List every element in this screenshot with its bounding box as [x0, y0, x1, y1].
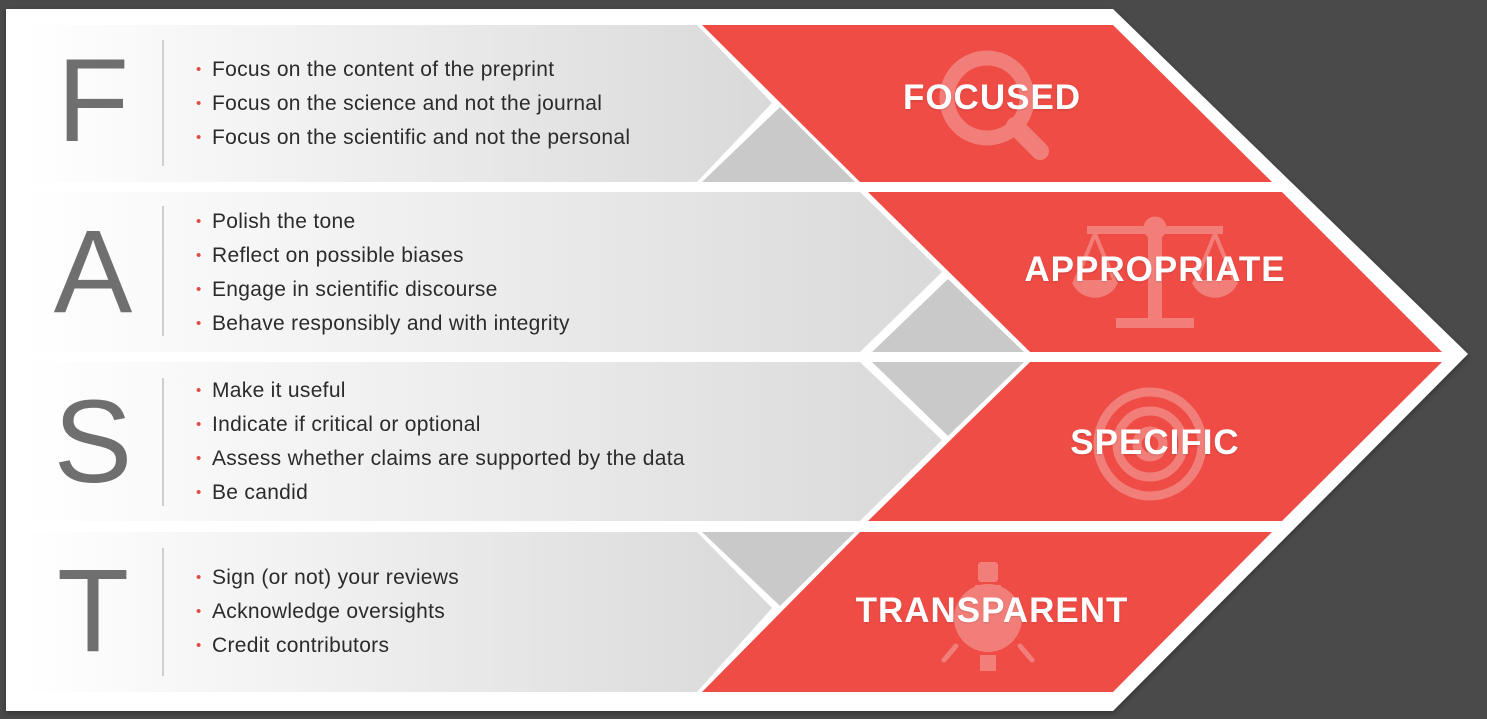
row-divider: [162, 378, 164, 506]
list-item: •Make it useful: [196, 374, 685, 408]
magnifying-glass-icon: [939, 50, 1049, 160]
bullet-dot-icon: •: [196, 569, 202, 586]
list-item: •Assess whether claims are supported by …: [196, 442, 685, 476]
notch-triangle: [872, 362, 1024, 436]
bullet-dot-icon: •: [196, 382, 202, 399]
chevron-focused: [702, 25, 1272, 182]
label-transparent: TRANSPARENT: [855, 591, 1129, 630]
list-item: •Engage in scientific discourse: [196, 273, 570, 307]
row-divider: [162, 40, 164, 166]
chevron-transparent: [702, 532, 1272, 692]
list-item: •Behave responsibly and with integrity: [196, 307, 570, 341]
row-letter-a: A: [53, 206, 133, 338]
notch-triangle: [702, 532, 855, 606]
bullet-dot-icon: •: [196, 416, 202, 433]
list-item: •Indicate if critical or optional: [196, 408, 685, 442]
target-icon: [1093, 387, 1207, 501]
row-divider: [162, 548, 164, 676]
chevron-specific: [868, 362, 1442, 521]
bullet-dot-icon: •: [196, 603, 202, 620]
bullet-dot-icon: •: [196, 450, 202, 467]
bullet-dot-icon: •: [196, 315, 202, 332]
list-item: •Polish the tone: [196, 205, 570, 239]
notch-triangle: [702, 107, 855, 182]
list-item: •Be candid: [196, 476, 685, 510]
bullet-list-transparent: •Sign (or not) your reviews •Acknowledge…: [196, 561, 459, 663]
row-panel-f: [22, 25, 772, 182]
row-panel-t: [22, 532, 772, 692]
row-panel-a: [22, 192, 942, 352]
list-item: •Acknowledge oversights: [196, 595, 459, 629]
row-letter-t: T: [56, 545, 130, 677]
list-item: •Credit contributors: [196, 629, 459, 663]
label-specific: SPECIFIC: [1070, 423, 1240, 462]
row-panel-s: [22, 362, 942, 521]
notch-triangle: [872, 279, 1024, 352]
bullet-dot-icon: •: [196, 281, 202, 298]
bullet-dot-icon: •: [196, 247, 202, 264]
list-item: •Focus on the content of the preprint: [196, 53, 630, 87]
bullet-dot-icon: •: [196, 61, 202, 78]
row-divider: [162, 206, 164, 336]
label-appropriate: APPROPRIATE: [1024, 250, 1286, 289]
list-item: •Reflect on possible biases: [196, 239, 570, 273]
bullet-dot-icon: •: [196, 213, 202, 230]
lightbulb-icon: [941, 562, 1035, 671]
list-item: •Focus on the science and not the journa…: [196, 87, 630, 121]
label-focused: FOCUSED: [902, 78, 1082, 117]
row-letter-f: F: [56, 35, 130, 167]
bullet-list-specific: •Make it useful •Indicate if critical or…: [196, 374, 685, 510]
list-item: •Sign (or not) your reviews: [196, 561, 459, 595]
bullet-dot-icon: •: [196, 95, 202, 112]
bullet-dot-icon: •: [196, 129, 202, 146]
scales-icon: [1072, 216, 1238, 328]
bullet-dot-icon: •: [196, 637, 202, 654]
bullet-list-focused: •Focus on the content of the preprint •F…: [196, 53, 630, 155]
list-item: •Focus on the scientific and not the per…: [196, 121, 630, 155]
row-letter-s: S: [53, 376, 133, 508]
bullet-dot-icon: •: [196, 484, 202, 501]
bullet-list-appropriate: •Polish the tone •Reflect on possible bi…: [196, 205, 570, 341]
chevron-appropriate: [868, 192, 1442, 352]
